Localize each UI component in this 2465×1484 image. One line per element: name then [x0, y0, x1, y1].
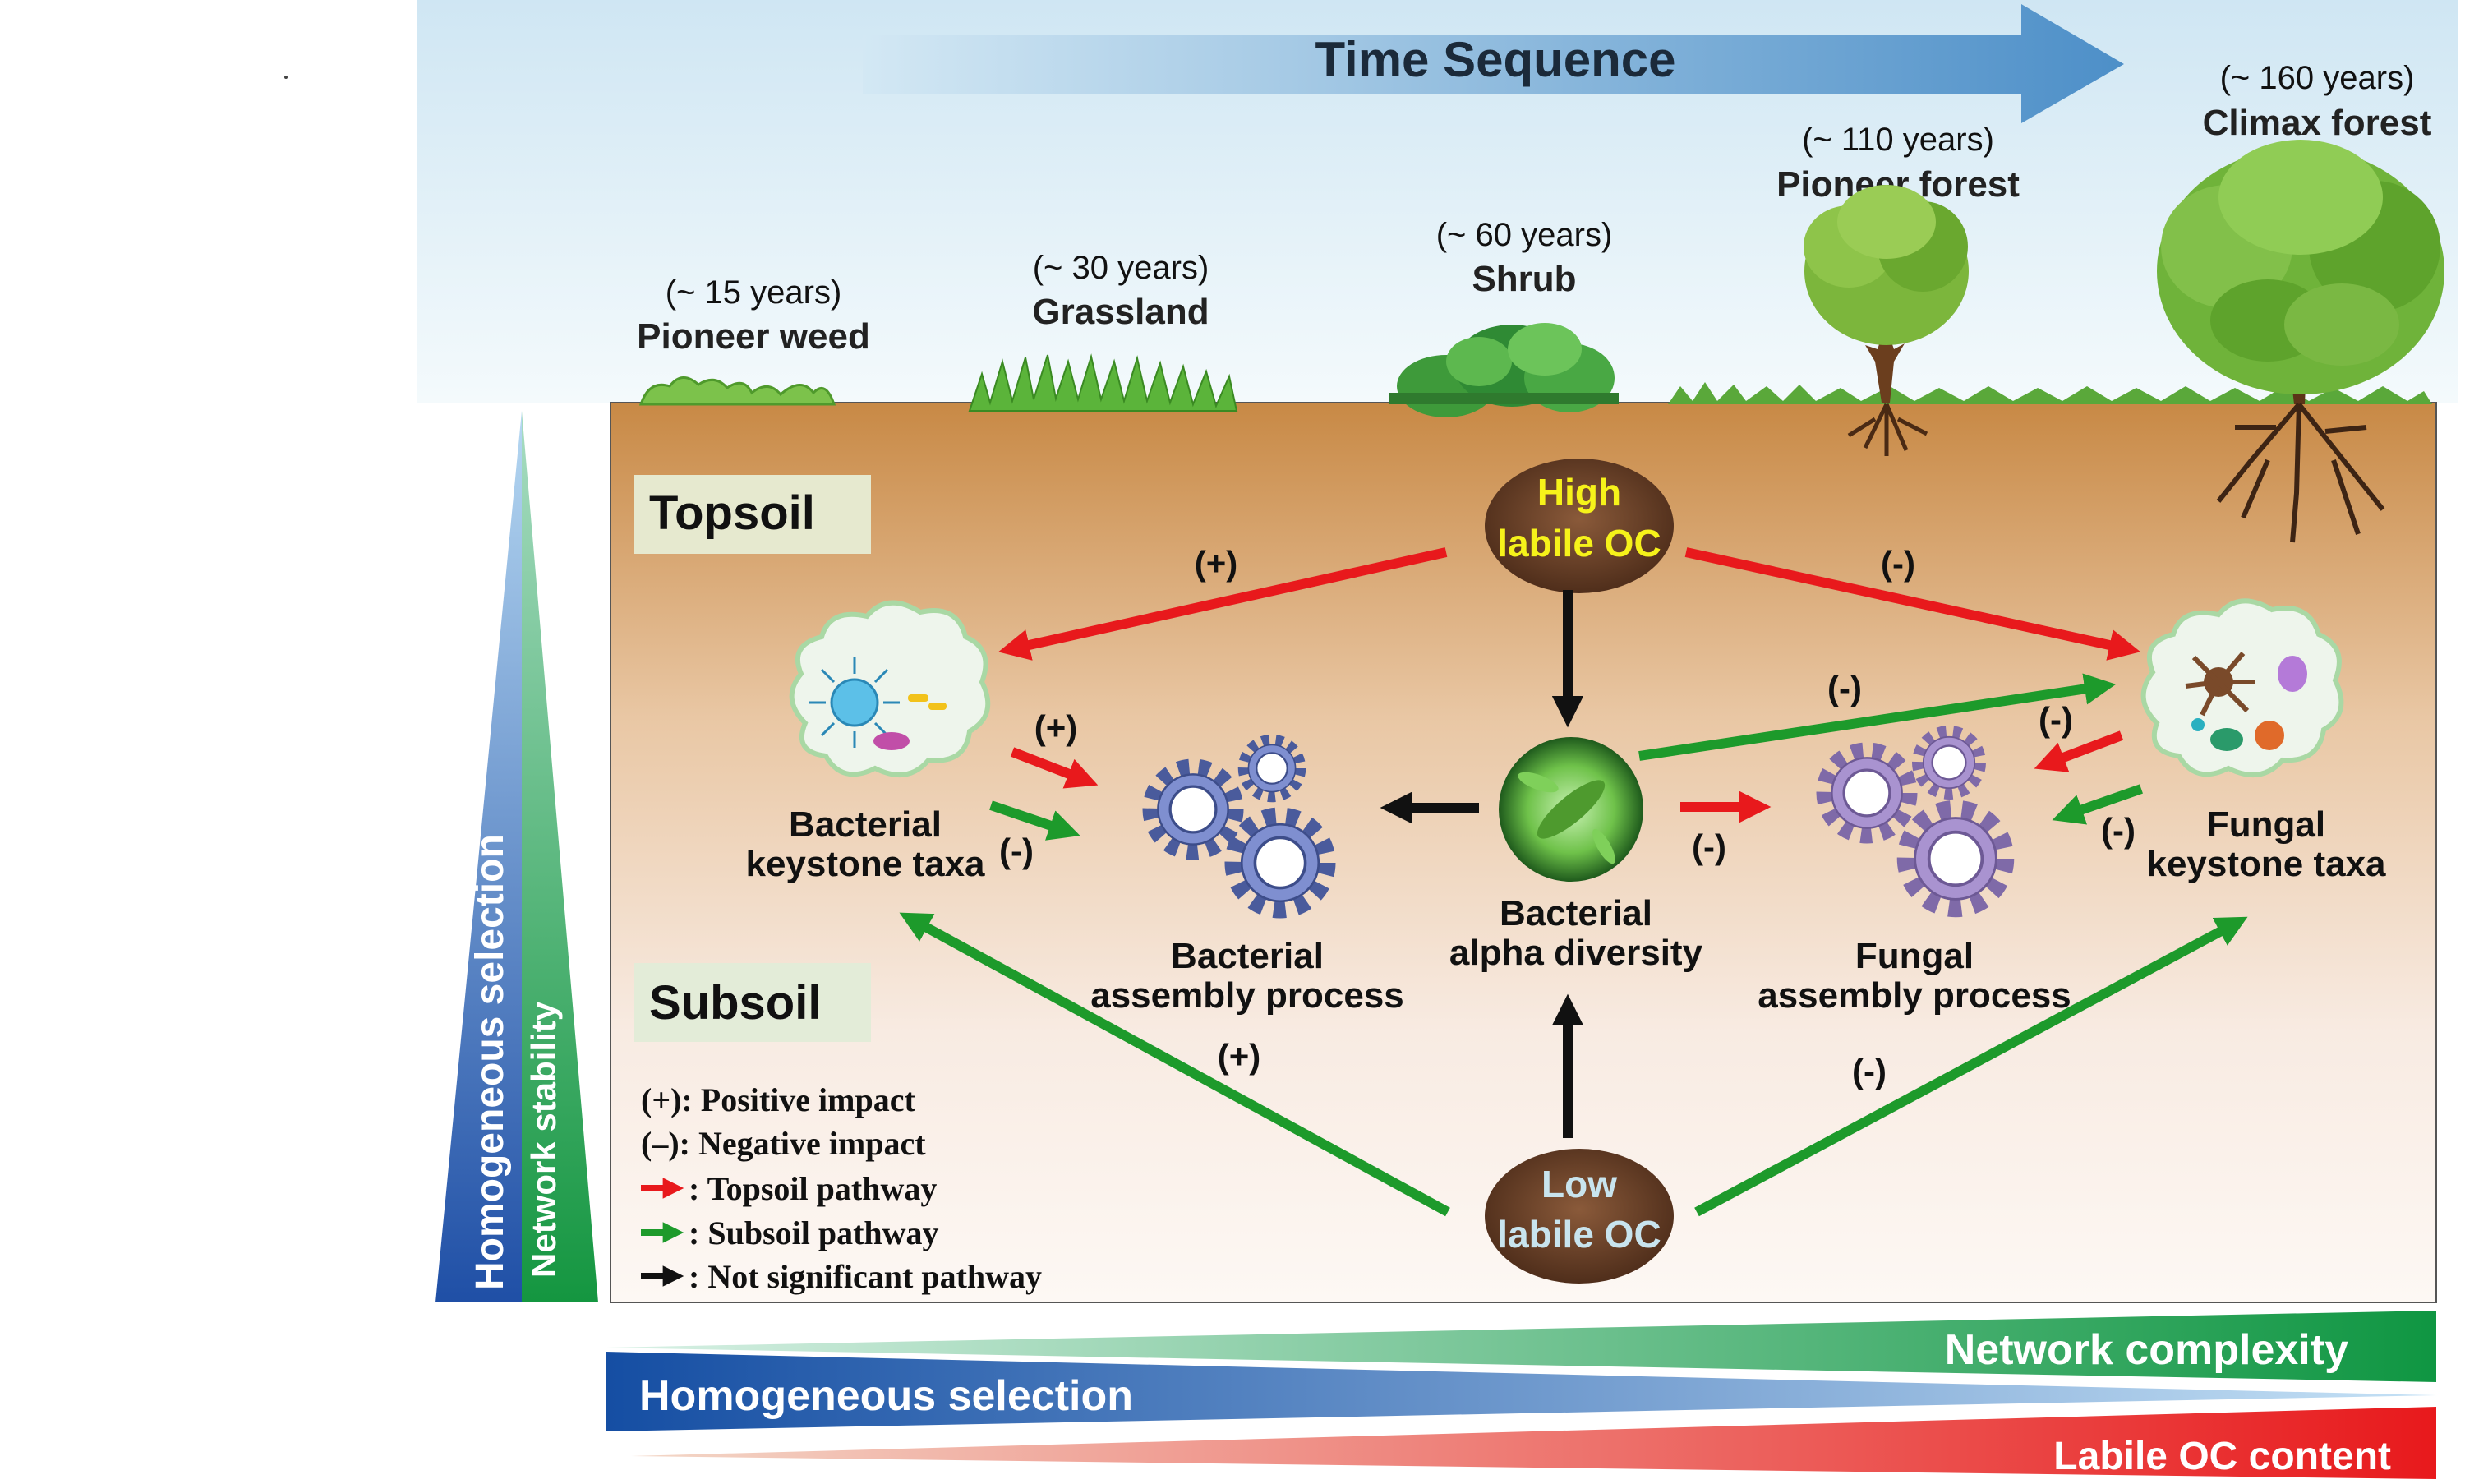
fungal-keystone-illustration	[2140, 598, 2344, 777]
sign-bacterial-green: (-)	[999, 832, 1034, 870]
stage-pioneer-weed: (~ 15 years) Pioneer weed	[637, 274, 870, 357]
ground-grass-strip	[1668, 382, 2432, 404]
svg-text:Fungal: Fungal	[1855, 936, 1974, 976]
svg-text:Topsoil: Topsoil	[649, 486, 815, 540]
svg-text:Homogeneous selection: Homogeneous selection	[639, 1372, 1133, 1420]
arrow-low-oc-to-fungal-keystone	[1694, 916, 2248, 1217]
topsoil-label: Topsoil	[634, 475, 871, 554]
svg-text:labile OC: labile OC	[1497, 522, 1661, 565]
grass-illustration	[968, 353, 1238, 412]
svg-text:assembly process: assembly process	[1758, 975, 2071, 1016]
sign-bacterial-red: (+)	[1034, 708, 1078, 747]
bottom-labile-oc-wedge: Labile OC content	[631, 1407, 2436, 1479]
time-sequence-arrow: Time Sequence	[863, 4, 2124, 123]
sign-alpha-to-fungal-keystone: (-)	[1827, 669, 1862, 707]
svg-text:Network complexity: Network complexity	[1945, 1326, 2348, 1374]
weed-illustration	[638, 376, 836, 406]
left-homogeneous-selection-wedge: Homogeneous selection	[435, 411, 522, 1302]
bacterial-alpha-label: Bacterial alpha diversity	[1449, 893, 1703, 973]
legend-not-significant: : Not significant pathway	[641, 1258, 1042, 1295]
arrow-low-oc-to-bacterial-keystone	[899, 912, 1450, 1217]
svg-text:High: High	[1537, 471, 1621, 514]
arrow-high-oc-to-bacterial-keystone	[998, 547, 1448, 661]
svg-text:labile OC: labile OC	[1497, 1213, 1661, 1256]
legend: (+): Positive impact (–): Negative impac…	[641, 1081, 1042, 1295]
stage-age: (~ 60 years)	[1436, 217, 1613, 253]
high-labile-oc: High labile OC	[1485, 459, 1674, 593]
stage-pioneer-forest: (~ 110 years) Pioneer forest	[1776, 122, 2020, 205]
arrow-fungal-keystone-to-assembly-green	[2052, 784, 2143, 825]
stage-age: (~ 30 years)	[1033, 250, 1209, 286]
svg-text:Bacterial: Bacterial	[789, 804, 942, 845]
legend-topsoil: : Topsoil pathway	[641, 1170, 937, 1207]
sign-high-to-bacterial: (+)	[1195, 544, 1238, 583]
stage-name: Pioneer weed	[637, 316, 870, 357]
stage-climax-forest: (~ 160 years) Climax forest	[2203, 60, 2432, 143]
stage-age: (~ 110 years)	[1802, 122, 1994, 158]
svg-text:Bacterial: Bacterial	[1500, 893, 1652, 933]
sign-low-to-bacterial: (+)	[1218, 1037, 1261, 1076]
subsoil-label: Subsoil	[634, 963, 871, 1042]
stage-name: Grassland	[1032, 292, 1209, 332]
sign-high-to-fungal: (-)	[1881, 544, 1915, 583]
sign-fungal-green: (-)	[2101, 811, 2136, 850]
left-network-stability-wedge: Network stability	[522, 411, 598, 1302]
sign-alpha-to-fungal-assembly: (-)	[1692, 827, 1726, 866]
bottom-network-complexity-wedge: Network complexity	[606, 1311, 2436, 1382]
svg-text:: Not significant pathway: : Not significant pathway	[689, 1258, 1042, 1295]
fungal-assembly-label: Fungal assembly process	[1758, 936, 2071, 1016]
sign-low-to-fungal: (-)	[1852, 1052, 1887, 1090]
stage-grassland: (~ 30 years) Grassland	[1032, 250, 1209, 332]
arrow-bacterial-keystone-to-assembly-green	[989, 800, 1080, 841]
bacterial-keystone-illustration	[789, 600, 991, 777]
svg-text:keystone taxa: keystone taxa	[745, 844, 985, 884]
svg-text:Low: Low	[1541, 1163, 1617, 1205]
stage-name: Shrub	[1472, 259, 1576, 299]
bacterial-alpha-illustration	[1499, 737, 1643, 882]
arrow-fungal-keystone-to-assembly-red	[2034, 730, 2124, 772]
legend-negative: (–): Negative impact	[641, 1125, 926, 1162]
svg-text:keystone taxa: keystone taxa	[2146, 844, 2386, 884]
stage-name: Climax forest	[2203, 103, 2432, 143]
svg-text:Fungal: Fungal	[2207, 804, 2325, 845]
svg-text:alpha diversity: alpha diversity	[1449, 933, 1703, 973]
arrow-bacterial-keystone-to-assembly-red	[1010, 747, 1099, 789]
arrow-high-oc-to-fungal-keystone	[1684, 547, 2141, 661]
bacterial-assembly-label: Bacterial assembly process	[1090, 936, 1404, 1016]
stage-shrub: (~ 60 years) Shrub	[1436, 217, 1613, 299]
bacterial-keystone-label: Bacterial keystone taxa	[745, 804, 985, 884]
svg-text:: Subsoil pathway: : Subsoil pathway	[689, 1214, 939, 1251]
svg-text:Bacterial: Bacterial	[1171, 936, 1324, 976]
shrub-illustration	[1389, 323, 1619, 417]
legend-subsoil: : Subsoil pathway	[641, 1214, 939, 1251]
svg-text:Labile OC content: Labile OC content	[2053, 1435, 2391, 1478]
svg-text:: Topsoil pathway: : Topsoil pathway	[689, 1170, 937, 1207]
arrow-alpha-to-fungal-keystone	[1638, 673, 2117, 761]
svg-text:Network stability: Network stability	[524, 1001, 563, 1278]
stray-dot	[284, 76, 288, 79]
svg-text:Subsoil: Subsoil	[649, 976, 821, 1030]
pioneer-tree-illustration	[1804, 185, 1969, 456]
bottom-homogeneous-selection-wedge: Homogeneous selection	[606, 1352, 2436, 1431]
time-sequence-label: Time Sequence	[1315, 32, 1675, 87]
svg-text:assembly process: assembly process	[1090, 975, 1404, 1016]
stage-age: (~ 160 years)	[2220, 60, 2415, 96]
stage-age: (~ 15 years)	[666, 274, 842, 311]
climax-tree-illustration	[2157, 140, 2444, 543]
sign-fungal-red: (-)	[2039, 700, 2073, 739]
svg-text:Homogeneous selection: Homogeneous selection	[468, 834, 512, 1290]
legend-positive: (+): Positive impact	[641, 1081, 915, 1118]
low-labile-oc: Low labile OC	[1485, 1149, 1674, 1284]
fungal-keystone-label: Fungal keystone taxa	[2146, 804, 2386, 884]
